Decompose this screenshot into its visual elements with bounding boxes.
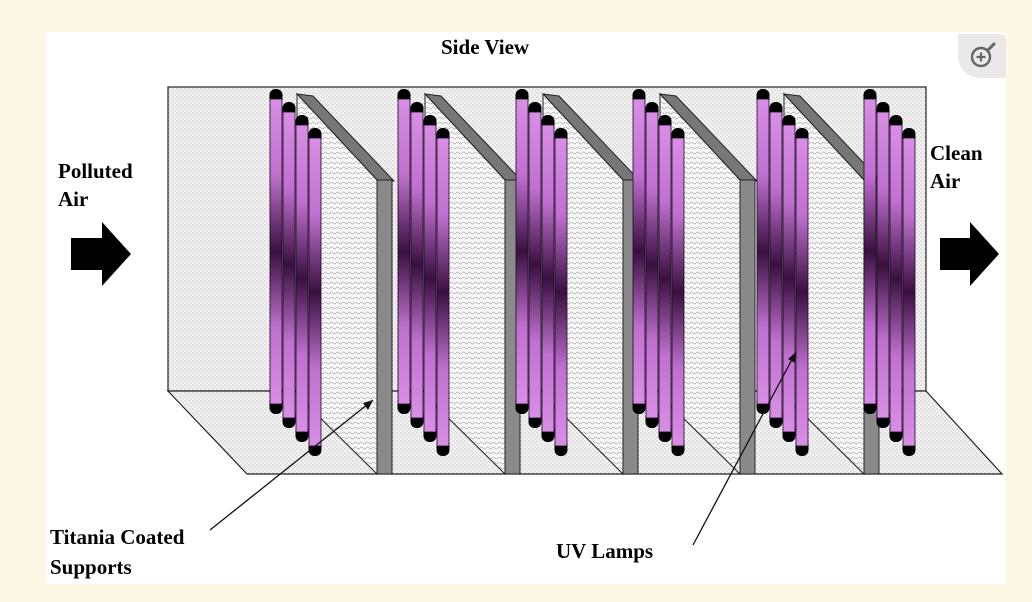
uv-lamp <box>658 124 672 433</box>
support-plate-edge <box>376 179 393 475</box>
support-plate-edge <box>739 179 756 475</box>
uv-lamp <box>436 137 450 447</box>
uv-lamp <box>295 124 309 433</box>
uv-lamp <box>645 111 659 419</box>
uv-lamp <box>308 137 322 447</box>
support-label-line-2: Supports <box>50 555 132 579</box>
module-group <box>269 89 916 476</box>
uv-lamp <box>528 111 542 419</box>
lamp-pointer-head <box>788 352 796 363</box>
support-pointer-line <box>209 399 374 531</box>
support-pointer-head <box>363 400 373 410</box>
outlet-label-line-2: Air <box>930 169 961 193</box>
uv-lamp <box>410 111 424 419</box>
outlet-label-line-1: Clean <box>930 141 983 165</box>
uv-lamp <box>671 137 685 447</box>
zoom-button[interactable] <box>958 34 1006 78</box>
uv-lamp <box>632 98 646 405</box>
uv-lamp <box>863 98 877 405</box>
support-label-line-1: Titania Coated <box>50 525 185 549</box>
uv-lamp <box>876 111 890 419</box>
right-arrow-icon <box>940 222 999 286</box>
zoom-in-icon <box>970 42 996 68</box>
uv-lamp <box>423 124 437 433</box>
diagram-title: Side View <box>441 35 530 59</box>
inlet-label-line-2: Air <box>58 187 89 211</box>
uv-lamp <box>397 98 411 405</box>
uv-lamp <box>782 124 796 433</box>
uv-lamp <box>795 137 809 447</box>
uv-lamp <box>282 111 296 419</box>
lamp-label: UV Lamps <box>556 539 654 563</box>
uv-lamp <box>554 137 568 447</box>
lamp-pointer-line <box>692 351 797 546</box>
uv-lamp <box>769 111 783 419</box>
uv-lamp <box>756 98 770 405</box>
uv-lamp <box>902 137 916 447</box>
uv-lamp <box>515 98 529 405</box>
inlet-label-line-1: Polluted <box>58 159 133 183</box>
uv-lamp <box>889 124 903 433</box>
uv-lamp <box>269 98 283 405</box>
uv-lamp <box>541 124 555 433</box>
right-arrow-icon <box>71 222 131 286</box>
